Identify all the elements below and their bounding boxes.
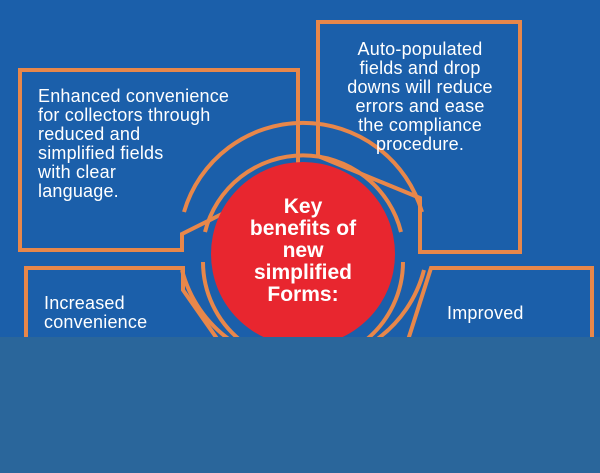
center-circle (211, 162, 395, 346)
inner-ring-left (201, 261, 242, 342)
box-text-bottom-left: Increased convenience (44, 293, 148, 332)
bottom-overlay-panel (0, 337, 600, 473)
box-outline-top-left (18, 68, 300, 252)
box-text-top-left: Enhanced convenience for collectors thro… (38, 86, 230, 201)
center-title: Key benefits of new simplified Forms: (249, 195, 357, 306)
box-text-top-right: Auto-populated fields and drop downs wil… (347, 39, 493, 154)
inner-ring-right (364, 261, 405, 342)
outer-ring-right (374, 269, 426, 342)
inner-ring-top (203, 153, 403, 233)
outer-ring-left (180, 269, 232, 342)
box-outline-bottom-left (24, 266, 222, 342)
box-text-bottom-right: Improved (447, 303, 524, 323)
outer-ring-top (182, 120, 424, 213)
